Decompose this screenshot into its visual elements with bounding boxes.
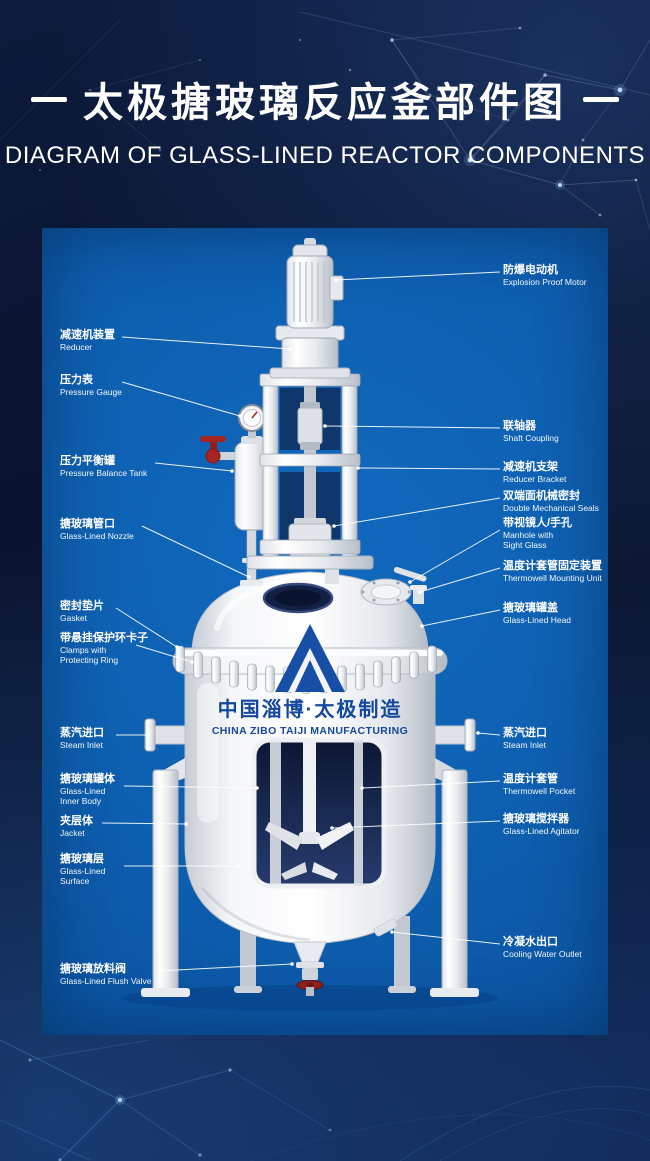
label-left-reducer: 减速机装置 Reducer bbox=[60, 328, 115, 352]
label-en: Double Mechanical Seals bbox=[503, 503, 599, 514]
label-en: Thermowell Mounting Unit bbox=[503, 573, 602, 584]
poster-subtitle: DIAGRAM OF GLASS-LINED REACTOR COMPONENT… bbox=[4, 142, 646, 169]
reducer-bracket bbox=[246, 373, 374, 570]
label-en: Steam Inlet bbox=[60, 740, 103, 751]
label-right-explosion-proof-motor: 防爆电动机 Explosion Proof Motor bbox=[503, 263, 605, 287]
label-left-pressure-balance-tank: 压力平衡罐 Pressure Balance Tank bbox=[60, 454, 147, 478]
label-en: Pressure Gauge bbox=[60, 387, 122, 398]
label-en: Reducer Bracket bbox=[503, 474, 567, 485]
label-cn: 温度计套管 bbox=[503, 773, 558, 785]
label-cn: 搪玻璃层 bbox=[60, 853, 104, 865]
cutaway-window bbox=[251, 737, 387, 889]
label-left-pressure-gauge: 压力表 Pressure Gauge bbox=[60, 373, 122, 397]
explosion-proof-motor bbox=[286, 238, 344, 329]
label-cn: 压力表 bbox=[60, 374, 93, 386]
label-cn: 防爆电动机 bbox=[503, 264, 558, 276]
label-en: Glass-Lined Head bbox=[503, 615, 572, 626]
label-right-steam-inlet: 蒸汽进口 Steam Inlet bbox=[503, 726, 605, 750]
flush-valve bbox=[293, 941, 327, 996]
manhole bbox=[360, 566, 427, 606]
label-left-gasket: 密封垫片 Gasket bbox=[60, 599, 104, 623]
reactor-illustration: 中国淄博·太极制造 CHINA ZIBO TAIJI MANUFACTURING bbox=[101, 238, 501, 1011]
label-left-jacket: 夹层体 Jacket bbox=[60, 814, 93, 838]
label-cn: 密封垫片 bbox=[60, 600, 104, 612]
internal-pipe bbox=[270, 740, 281, 886]
label-en: Glass-Lined Inner Body bbox=[60, 786, 106, 807]
title-dash-right bbox=[583, 96, 619, 102]
title-row: 太极搪玻璃反应釜部件图 bbox=[0, 70, 650, 128]
label-cn: 温度计套管固定装置 bbox=[503, 560, 602, 572]
reducer-gearbox bbox=[269, 325, 351, 379]
label-en: Shaft Coupling bbox=[503, 433, 559, 444]
label-en: Glass-Lined Flush Valve bbox=[60, 976, 152, 987]
label-en: Steam Inlet bbox=[503, 740, 546, 751]
label-en: Explosion Proof Motor bbox=[503, 277, 587, 288]
label-cn: 搪玻璃管口 bbox=[60, 518, 115, 530]
label-cn: 联轴器 bbox=[503, 420, 536, 432]
label-en: Clamps with Protecting Ring bbox=[60, 645, 119, 666]
vessel-brand-en: CHINA ZIBO TAIJI MANUFACTURING bbox=[212, 725, 408, 737]
taiji-logo bbox=[275, 624, 345, 692]
label-cn: 夹层体 bbox=[60, 815, 93, 827]
label-right-reducer-bracket: 减速机支架 Reducer Bracket bbox=[503, 460, 605, 484]
label-en: Glass-Lined Surface bbox=[60, 866, 106, 887]
label-en: Reducer bbox=[60, 342, 93, 353]
support-legs bbox=[141, 758, 479, 997]
label-cn: 带视镜人/手孔 bbox=[503, 517, 573, 529]
label-cn: 减速机支架 bbox=[503, 461, 558, 473]
label-left-glass-lined-surface: 搪玻璃层 Glass-Lined Surface bbox=[60, 852, 120, 887]
label-cn: 双端面机械密封 bbox=[503, 490, 580, 502]
label-right-mechanical-seals: 双端面机械密封 Double Mechanical Seals bbox=[503, 489, 605, 513]
label-en: Cooling Water Outlet bbox=[503, 949, 582, 960]
thermowell-mounting-fitting bbox=[410, 585, 427, 604]
label-en: Jacket bbox=[60, 828, 85, 839]
label-cn: 蒸汽进口 bbox=[60, 727, 104, 739]
label-cn: 搪玻璃罐体 bbox=[60, 773, 115, 785]
label-left-steam-inlet: 蒸汽进口 Steam Inlet bbox=[60, 726, 104, 750]
label-right-cooling-water-outlet: 冷凝水出口 Cooling Water Outlet bbox=[503, 935, 605, 959]
pressure-gauge bbox=[238, 404, 266, 438]
label-right-thermowell-pocket: 温度计套管 Thermowell Pocket bbox=[503, 772, 605, 796]
poster-title: 太极搪玻璃反应釜部件图 bbox=[83, 81, 567, 125]
label-cn: 搪玻璃放料阀 bbox=[60, 963, 126, 975]
label-left-flush-valve: 搪玻璃放料阀 Glass-Lined Flush Valve bbox=[60, 962, 152, 986]
shaft-coupling bbox=[297, 402, 323, 450]
label-cn: 压力平衡罐 bbox=[60, 455, 115, 467]
label-en: Gasket bbox=[60, 613, 87, 624]
label-cn: 蒸汽进口 bbox=[503, 727, 547, 739]
label-right-manhole: 带视镜人/手孔 Manhole with Sight Glass bbox=[503, 516, 605, 551]
label-left-inner-body: 搪玻璃罐体 Glass-Lined Inner Body bbox=[60, 772, 120, 807]
label-en: Thermowell Pocket bbox=[503, 786, 576, 797]
leader-dots bbox=[145, 278, 480, 966]
label-en: Pressure Balance Tank bbox=[60, 468, 148, 479]
vessel-brand-cn: 中国淄博·太极制造 bbox=[218, 697, 403, 721]
label-en: Manhole with Sight Glass bbox=[503, 530, 554, 551]
label-right-glass-lined-head: 搪玻璃罐盖 Glass-Lined Head bbox=[503, 601, 605, 625]
label-right-thermowell-mounting: 温度计套管固定装置 Thermowell Mounting Unit bbox=[503, 559, 605, 583]
steam-inlet-right bbox=[434, 718, 476, 752]
label-cn: 搪玻璃搅拌器 bbox=[503, 813, 569, 825]
label-right-shaft-coupling: 联轴器 Shaft Coupling bbox=[503, 419, 605, 443]
label-cn: 带悬挂保护环卡子 bbox=[60, 632, 148, 644]
thermowell-pipe bbox=[354, 740, 363, 886]
leader-lines bbox=[101, 271, 501, 972]
header: 太极搪玻璃反应釜部件图 DIAGRAM OF GLASS-LINED REACT… bbox=[0, 70, 650, 170]
label-en: Glass-Lined Agitator bbox=[503, 826, 580, 837]
label-en: Glass-Lined Nozzle bbox=[60, 531, 134, 542]
cooling-water-outlet-stub bbox=[373, 918, 398, 937]
diagram-panel: 中国淄博·太极制造 CHINA ZIBO TAIJI MANUFACTURING bbox=[42, 228, 608, 1035]
label-right-agitator: 搪玻璃搅拌器 Glass-Lined Agitator bbox=[503, 812, 605, 836]
agitator bbox=[265, 740, 354, 880]
steam-inlet-left bbox=[144, 718, 186, 752]
title-dash-left bbox=[31, 96, 67, 102]
label-left-glass-lined-nozzle: 搪玻璃管口 Glass-Lined Nozzle bbox=[60, 517, 134, 541]
label-cn: 冷凝水出口 bbox=[503, 936, 558, 948]
label-cn: 减速机装置 bbox=[60, 329, 115, 341]
red-valve bbox=[200, 436, 236, 464]
label-left-clamps: 带悬挂保护环卡子 Clamps with Protecting Ring bbox=[60, 631, 148, 666]
label-cn: 搪玻璃罐盖 bbox=[503, 602, 558, 614]
sight-glass bbox=[262, 582, 334, 614]
